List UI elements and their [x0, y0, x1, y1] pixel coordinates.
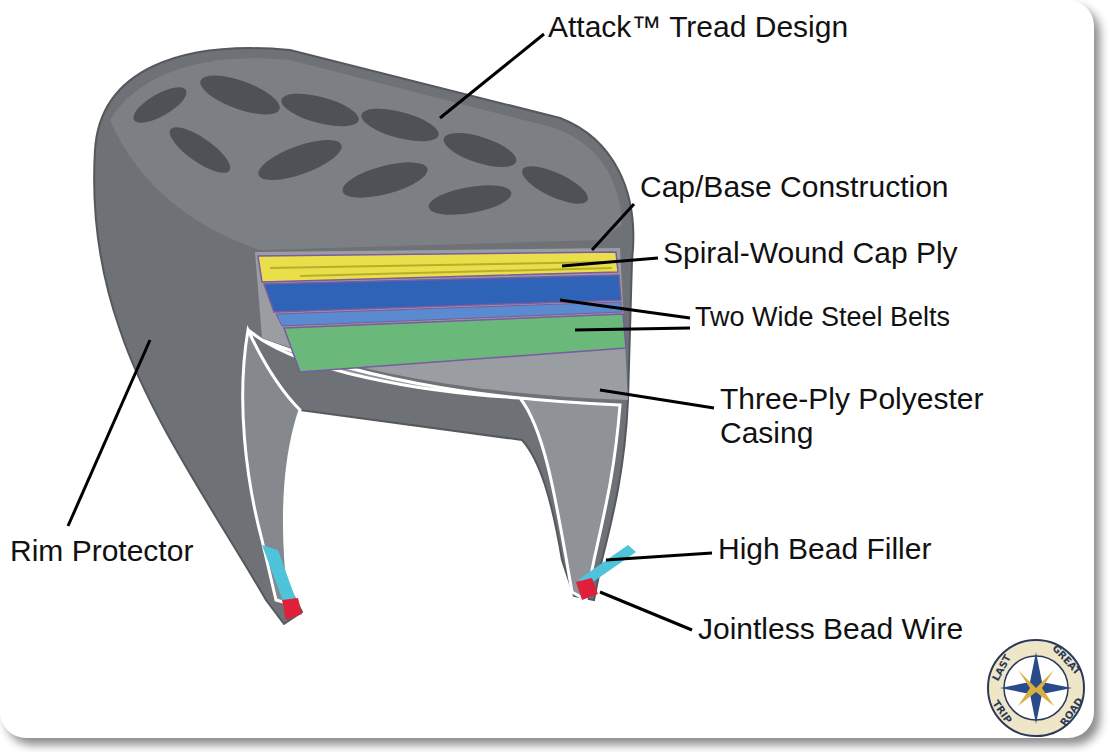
- bead-wire: [576, 578, 598, 600]
- tread-lug: [426, 180, 513, 220]
- bead-right: [576, 545, 636, 600]
- part-label: Three-Ply Polyester Casing: [720, 382, 1010, 449]
- cut-face: [255, 248, 628, 400]
- leader-line: [560, 300, 690, 318]
- inner-sidewall: [243, 330, 300, 604]
- tread-lug: [358, 102, 442, 148]
- part-label: Cap/Base Construction: [640, 170, 1060, 204]
- leader-line: [68, 340, 150, 526]
- tread-lugs: [129, 67, 593, 220]
- tread-lug: [517, 159, 592, 211]
- leader-line: [562, 258, 658, 266]
- cap-ply-stripes: [270, 262, 612, 276]
- tread-lug: [278, 87, 362, 133]
- tread-surface: [110, 58, 622, 250]
- part-label: Two Wide Steel Belts: [695, 302, 1095, 332]
- casing-band: [284, 314, 626, 372]
- leader-line: [440, 34, 544, 118]
- compass-star: [1018, 670, 1054, 706]
- leader-line: [600, 390, 714, 408]
- part-label: High Bead Filler: [718, 532, 1078, 566]
- part-label: Attack™ Tread Design: [548, 10, 968, 44]
- bead-left: [262, 545, 302, 620]
- bead-filler: [578, 545, 636, 584]
- tread-lug: [129, 80, 192, 129]
- leader-line: [606, 553, 712, 560]
- leader-line: [575, 328, 690, 330]
- tread-lug: [164, 120, 237, 181]
- part-label: Spiral-Wound Cap Ply: [663, 236, 1083, 270]
- leader-line: [592, 204, 634, 250]
- tread-lug: [254, 132, 346, 188]
- bead-wire: [282, 598, 302, 620]
- part-label: Jointless Bead Wire: [698, 612, 1078, 646]
- tread-lug: [440, 126, 520, 174]
- tread-lug: [339, 155, 431, 205]
- part-label: Rim Protector: [10, 534, 310, 568]
- tread-lug: [196, 67, 285, 122]
- bead-filler: [262, 545, 296, 604]
- leader-line: [600, 592, 692, 630]
